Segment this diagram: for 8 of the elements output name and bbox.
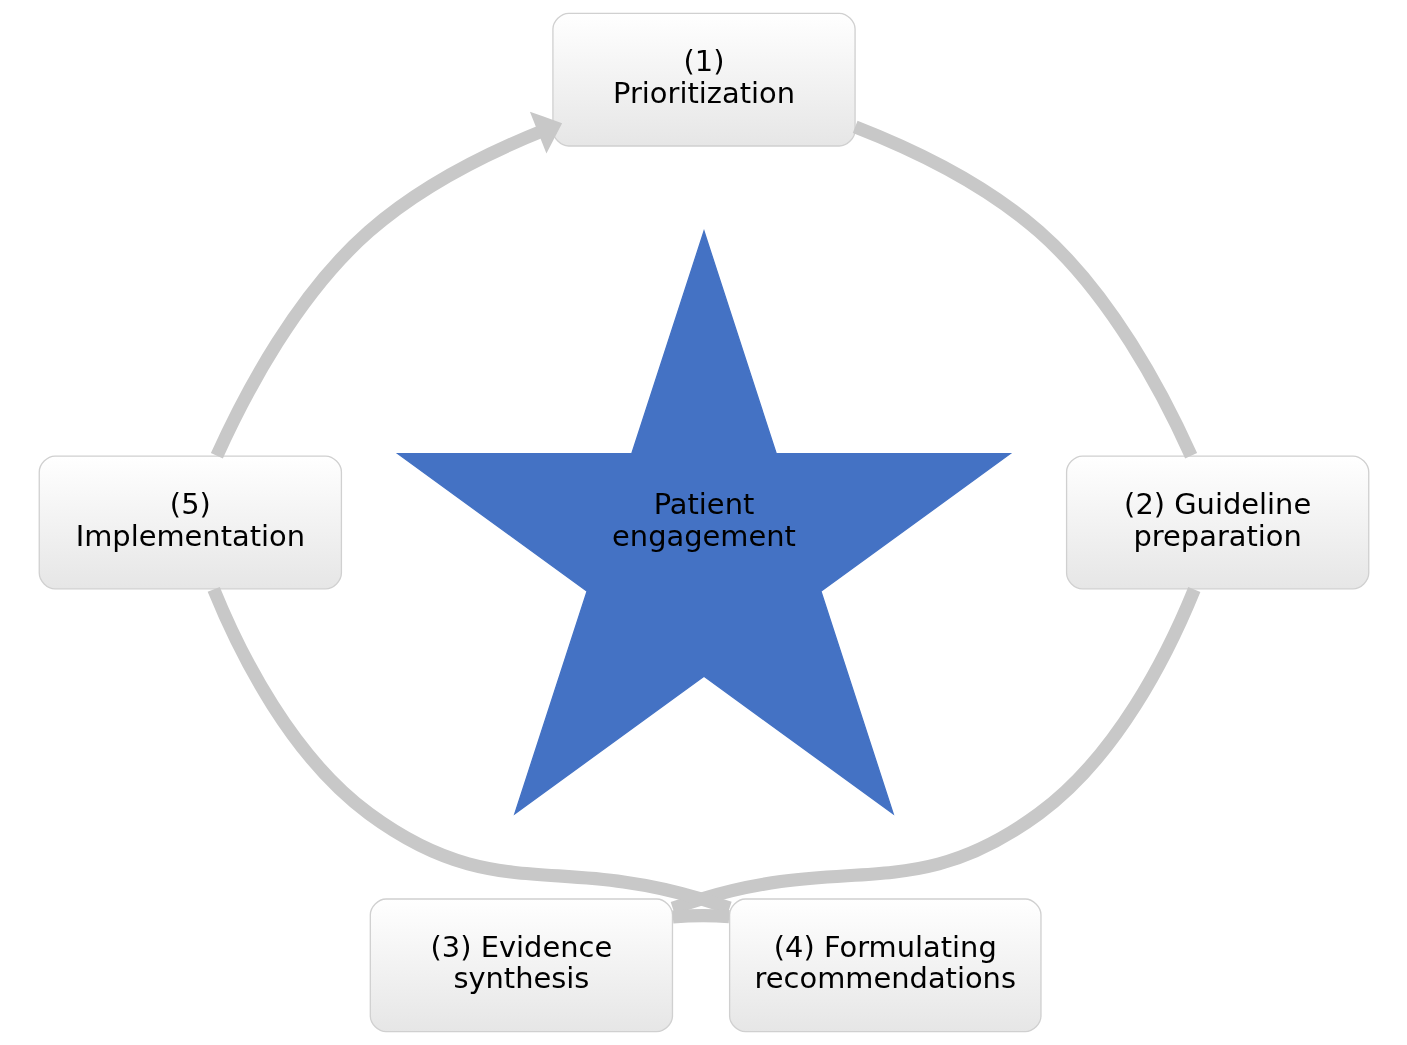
- node-box: (3) Evidence synthesis: [369, 898, 673, 1033]
- arrow: [210, 111, 562, 459]
- node-box: (4) Formulating recommendations: [728, 898, 1042, 1033]
- connector: [671, 909, 730, 924]
- node-box: (2) Guideline preparation: [1065, 455, 1369, 590]
- node-box: (1) Prioritization: [551, 12, 856, 147]
- connector: [852, 120, 1197, 459]
- node-box: (5) Implementation: [38, 455, 342, 590]
